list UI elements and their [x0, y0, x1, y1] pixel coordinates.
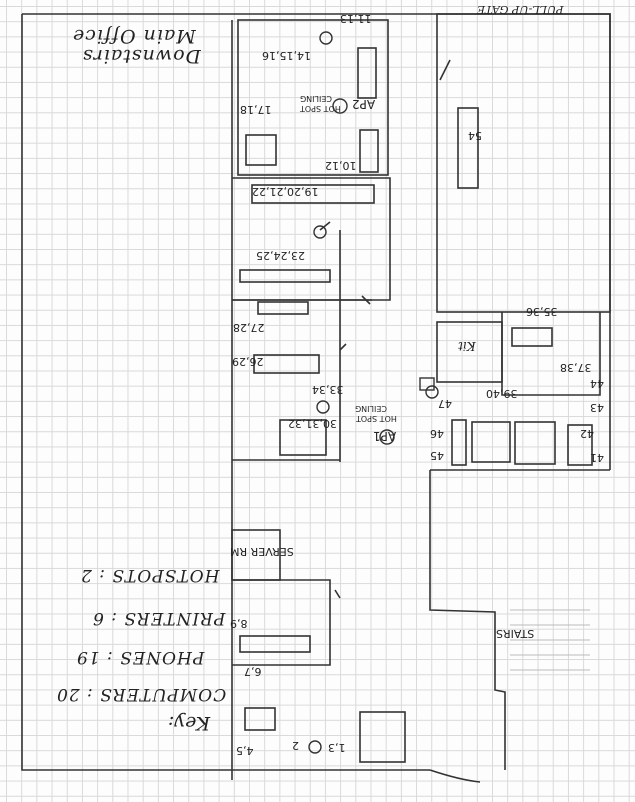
phone-icon-30 [316, 400, 330, 414]
corridor-wall-mid [232, 230, 341, 462]
access-point-ap2-icon [332, 98, 348, 114]
desk-45 [451, 419, 467, 466]
label-ceiling-2: CEILING [300, 94, 332, 103]
key-printers: PRINTERS : 6 [92, 608, 226, 628]
desk-54 [457, 107, 479, 189]
stair-wall [429, 469, 610, 770]
label-pull-up-gate: PULL-UP GATE [477, 3, 564, 16]
label-30-31-32: 30,31,32 [288, 417, 337, 430]
label-37-38: 37,38 [560, 361, 592, 374]
desk-41 [567, 424, 593, 466]
label-1-3: 1,3 [328, 741, 346, 754]
label-43: 43 [590, 401, 604, 414]
stairs-lines [510, 609, 590, 671]
label-26-29: 26,29 [232, 355, 264, 368]
key-hotspots: HOTSPOTS : 2 [80, 565, 220, 585]
room-lower [232, 579, 331, 666]
room-main-office [237, 19, 389, 176]
label-46: 46 [430, 427, 444, 440]
key-computers: COMPUTERS : 20 [56, 684, 227, 704]
label-42: 42 [580, 427, 594, 440]
access-point-ap1-icon [379, 429, 395, 445]
desk-46 [471, 421, 511, 463]
label-kit: Kit [458, 339, 476, 353]
desk-19-22 [251, 184, 375, 204]
phone-icon-bottom [308, 740, 322, 754]
desk-26-29 [253, 354, 320, 374]
label-39-40: 39,40 [486, 387, 518, 400]
label-23-25: 23,24,25 [256, 249, 305, 262]
label-2: 2 [292, 739, 299, 752]
desk-30-32 [279, 419, 327, 456]
label-main-office: Main Office [72, 25, 196, 47]
door-marks [319, 59, 451, 599]
label-ceiling-1: CEILING [355, 404, 387, 413]
label-stairs: STAIRS [496, 627, 535, 640]
label-hotspot-1: HOT SPOT [356, 414, 397, 423]
desk-8-9 [239, 635, 311, 653]
label-54: 54 [468, 129, 482, 142]
label-17-18: 17,18 [240, 103, 272, 116]
phone-icon-39-40 [425, 385, 439, 399]
label-8-9: 8,9 [230, 617, 248, 630]
label-10-12: 10,12 [325, 159, 357, 172]
label-35-36: 35,36 [526, 305, 558, 318]
phone-icon-office [319, 31, 333, 45]
desk-42 [514, 421, 556, 465]
label-downstairs: Downstairs [82, 45, 201, 67]
label-ap2: AP2 [352, 97, 376, 111]
label-47: 47 [438, 397, 452, 410]
label-server-rm: SERVER RM [230, 545, 294, 558]
door-swing [429, 769, 481, 783]
phone-icon-corridor [313, 225, 327, 239]
label-14-15-16: 14,15,16 [262, 49, 311, 62]
desk-6-7 [244, 707, 276, 731]
room-right-lower [501, 312, 601, 396]
label-45: 45 [430, 449, 444, 462]
label-11-13: 11,13 [340, 12, 372, 25]
room-large-right [436, 13, 611, 313]
label-33-34: 33,34 [312, 383, 344, 396]
label-41: 41 [590, 451, 604, 464]
key-title: Key: [168, 712, 211, 734]
printer-icon-48 [419, 377, 435, 391]
label-27-28: 27,28 [233, 321, 265, 334]
desk-27-28 [257, 301, 309, 315]
key-phones: PHONES : 19 [76, 647, 205, 667]
desk-1-17-18 [245, 134, 277, 166]
label-6-7: 6,7 [244, 665, 262, 678]
desk-10-12 [359, 129, 379, 173]
desk-14-16 [357, 47, 377, 99]
desk-23-25 [239, 269, 331, 283]
desk-1-3 [359, 711, 406, 763]
label-hotspot-2: HOT SPOT [300, 104, 341, 113]
label-44: 44 [590, 377, 604, 390]
desk-35-36 [511, 327, 553, 347]
label-4-5: 4,5 [236, 744, 254, 757]
label-19-22: 19,20,21,22 [252, 185, 319, 198]
label-ap1: AP1 [373, 429, 397, 443]
